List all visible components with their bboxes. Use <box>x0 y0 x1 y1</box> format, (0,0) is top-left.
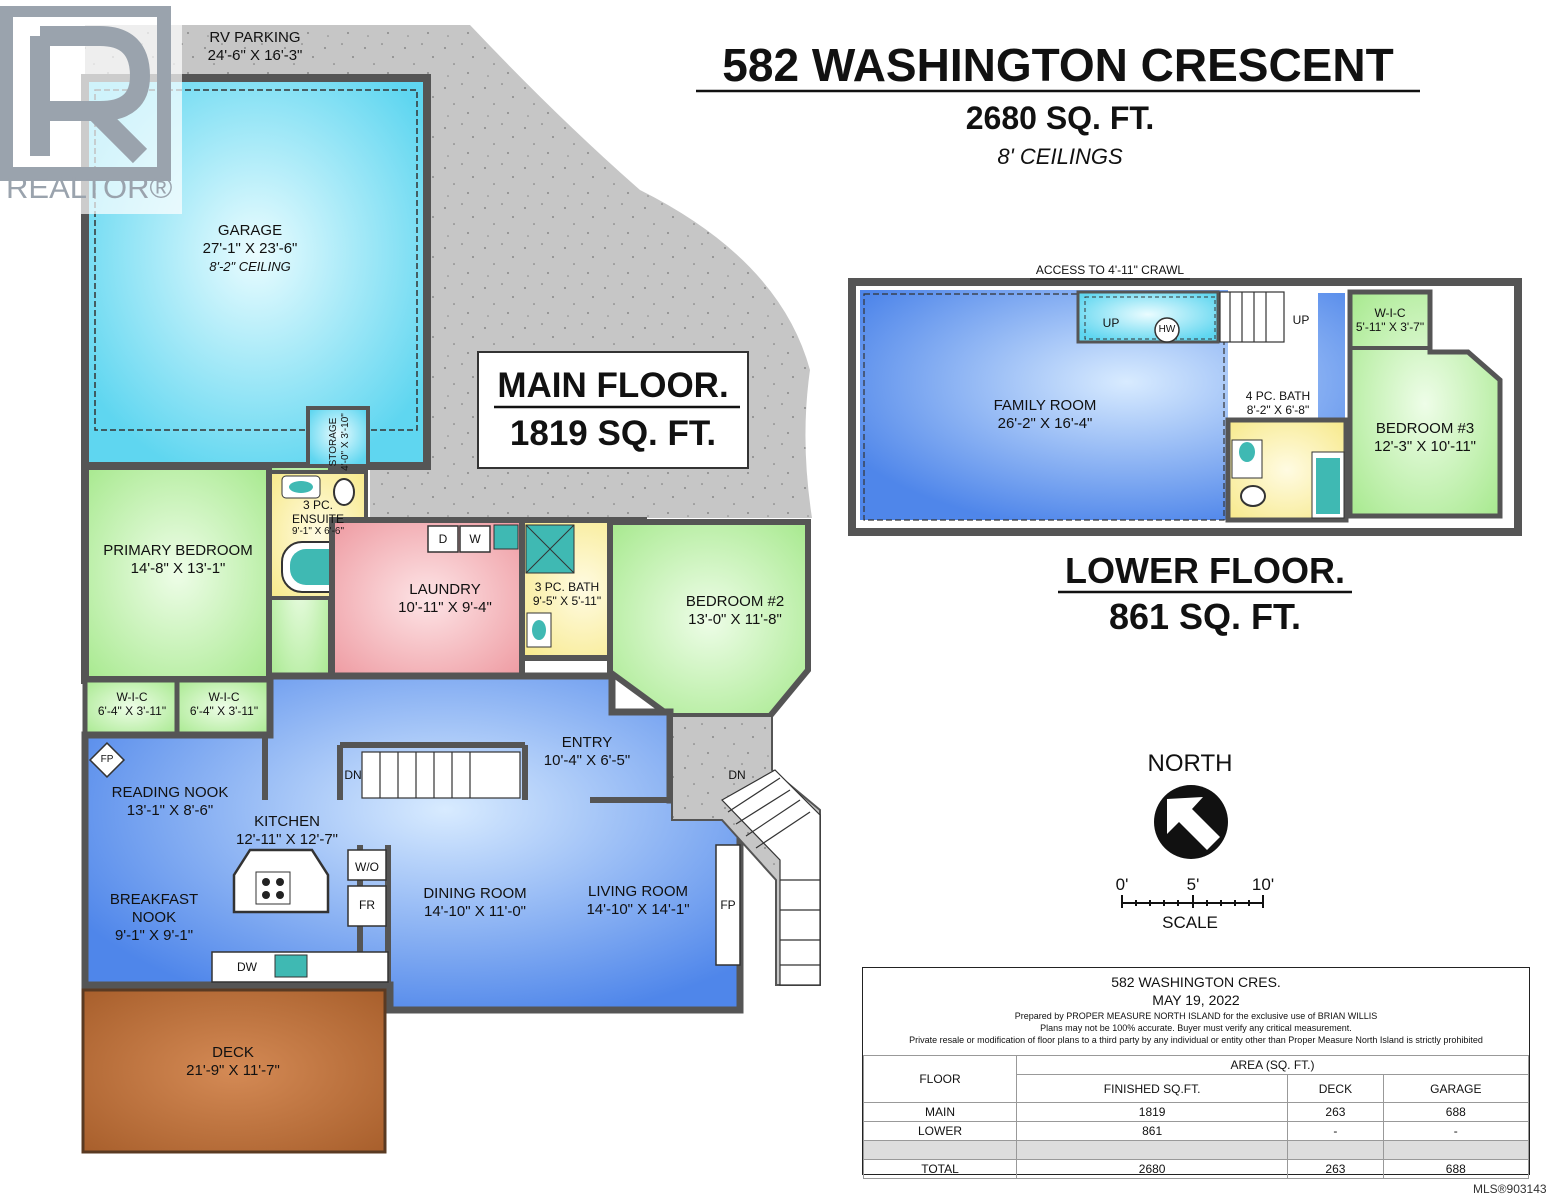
bath-4pc-label: 4 PC. BATH 8'-2" X 6'-8" <box>1245 389 1311 417</box>
wic-1-label: W-I-C 6'-4" X 3'-11" <box>97 690 167 718</box>
dining-room-label: DINING ROOM 14'-10" X 11'-0" <box>423 885 527 920</box>
fireplace-label-1: FP <box>100 754 114 765</box>
bedroom-3-label: BEDROOM #3 12'-3" X 10'-11" <box>1374 420 1476 455</box>
scale-tick-5: 5' <box>1186 875 1200 894</box>
main-floor-label-box <box>477 351 749 469</box>
deck-area <box>81 988 387 1154</box>
table-row <box>863 1140 1530 1160</box>
col-finished: FINISHED SQ.FT. <box>1015 1074 1289 1103</box>
kitchen-label: KITCHEN 12'-11" X 12'-7" <box>236 813 338 848</box>
area-header: AREA (SQ. FT.) <box>1016 1055 1529 1075</box>
deck-label: DECK 21'-9" X 11'-7" <box>186 1044 280 1079</box>
scale-bar <box>1121 895 1264 908</box>
mls-number: MLS®903143 <box>1473 1182 1547 1196</box>
rv-parking-label: RV PARKING 24'-6" X 16'-3" <box>207 29 303 64</box>
stairs-down-label-1: DN <box>344 768 362 782</box>
reading-nook-label: READING NOOK 13'-1" X 8'-6" <box>111 784 229 819</box>
main-floor-title: MAIN FLOOR. <box>497 366 729 405</box>
wic-room-1 <box>82 677 180 738</box>
lower-floor-title: LOWER FLOOR. <box>1065 550 1345 591</box>
north-label: NORTH <box>1147 750 1233 777</box>
fireplace-label-2: FP <box>720 898 736 912</box>
stairs-down-label-2: DN <box>728 768 746 782</box>
entry-label: ENTRY 10'-4" X 6'-5" <box>543 734 631 769</box>
dishwasher-label: DW <box>237 960 257 974</box>
address-title: 582 WASHINGTON CRESCENT <box>722 39 1394 91</box>
crawl-access-label: ACCESS TO 4'-11" CRAWL <box>1035 263 1185 277</box>
washer-label: W <box>469 532 481 546</box>
wic-2-label: W-I-C 6'-4" X 3'-11" <box>189 690 259 718</box>
info-table: 582 WASHINGTON CRES. MAY 19, 2022 Prepar… <box>862 967 1530 1179</box>
total-area: 2680 SQ. FT. <box>965 100 1155 136</box>
family-room <box>860 290 1345 520</box>
bath-label: 3 PC. BATH 9'-5" X 5'-11" <box>532 580 602 608</box>
scale-label: SCALE <box>1162 913 1218 932</box>
realtor-text: REALTOR® <box>6 170 173 205</box>
col-garage: GARAGE <box>1382 1074 1530 1103</box>
family-room-label: FAMILY ROOM 26'-2" X 16'-4" <box>993 397 1097 432</box>
info-line-3: Private resale or modification of floor … <box>909 1035 1483 1045</box>
realtor-logo <box>0 6 182 214</box>
scale-tick-0: 0' <box>1115 875 1129 894</box>
north-compass-icon <box>1154 785 1228 859</box>
wall-oven-label: W/O <box>355 860 379 874</box>
dryer-label: D <box>438 532 448 546</box>
col-floor: FLOOR <box>863 1055 1017 1103</box>
area-table: FLOOR AREA (SQ. FT.) FINISHED SQ.FT. DEC… <box>863 1055 1530 1179</box>
info-date: MAY 19, 2022 <box>1152 992 1240 1008</box>
fridge-label: FR <box>359 898 375 912</box>
info-line-1: Prepared by PROPER MEASURE NORTH ISLAND … <box>1014 1011 1378 1021</box>
primary-bedroom-label: PRIMARY BEDROOM 14'-8" X 13'-1" <box>103 542 253 577</box>
lower-floor-area: 861 SQ. FT. <box>1108 596 1302 637</box>
storage-room <box>306 406 370 468</box>
primary-bedroom-room <box>81 462 274 684</box>
info-address: 582 WASHINGTON CRES. <box>1111 974 1281 990</box>
info-header: 582 WASHINGTON CRES. MAY 19, 2022 Prepar… <box>863 968 1529 1056</box>
main-floor-area: 1819 SQ. FT. <box>509 414 717 453</box>
hot-water-label: HW <box>1158 324 1176 335</box>
garage-label: GARAGE 27'-1" X 23'-6" 8'-2" CEILING <box>202 222 298 274</box>
living-room-label: LIVING ROOM 14'-10" X 14'-1" <box>586 883 690 918</box>
info-line-2: Plans may not be 100% accurate. Buyer mu… <box>1040 1023 1352 1033</box>
ensuite-label: 3 PC. ENSUITE 9'-1" X 6'-6" <box>291 498 345 537</box>
ceilings-note: 8' CEILINGS <box>997 144 1123 169</box>
lower-wic-label: W-I-C 5'-11" X 3'-7" <box>1355 306 1425 334</box>
breakfast-nook-label: BREAKFAST NOOK 9'-1" X 9'-1" <box>109 891 199 944</box>
storage-label: STORAGE 4'-0" X 3'-10" <box>328 413 351 471</box>
col-deck: DECK <box>1287 1074 1384 1103</box>
up-label-2: UP <box>1292 313 1310 327</box>
laundry-label: LAUNDRY 10'-11" X 9'-4" <box>398 581 492 616</box>
up-label-1: UP <box>1102 316 1120 330</box>
scale-tick-10: 10' <box>1251 875 1275 894</box>
bedroom-2-label: BEDROOM #2 13'-0" X 11'-8" <box>685 593 785 628</box>
